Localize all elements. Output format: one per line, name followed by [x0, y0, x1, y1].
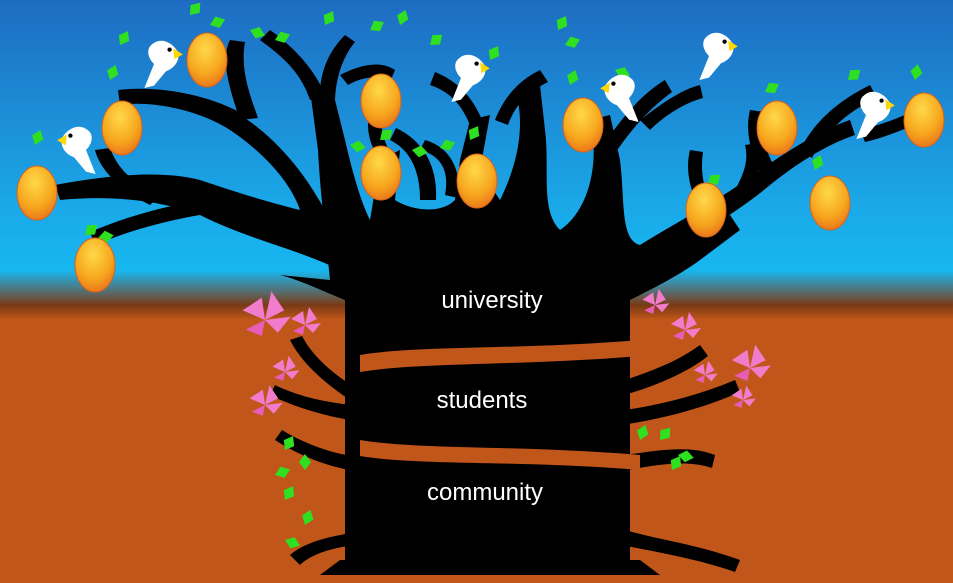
mango-icon — [360, 145, 402, 201]
mango-icon — [74, 237, 116, 293]
mango-icon — [101, 100, 143, 156]
mango-icon — [360, 73, 402, 129]
mango-icon — [685, 182, 727, 238]
label-university: university — [441, 287, 542, 314]
mango-icon — [562, 97, 604, 153]
label-students: students — [437, 387, 528, 414]
mango-icon — [809, 175, 851, 231]
label-community: community — [427, 479, 543, 506]
trunk-band-lower — [360, 440, 640, 470]
trunk-band-upper — [360, 340, 640, 372]
mango-icon — [186, 32, 228, 88]
mango-icon — [756, 100, 798, 156]
mango-icon — [16, 165, 58, 221]
mango-icon — [903, 92, 945, 148]
mango-icon — [456, 153, 498, 209]
